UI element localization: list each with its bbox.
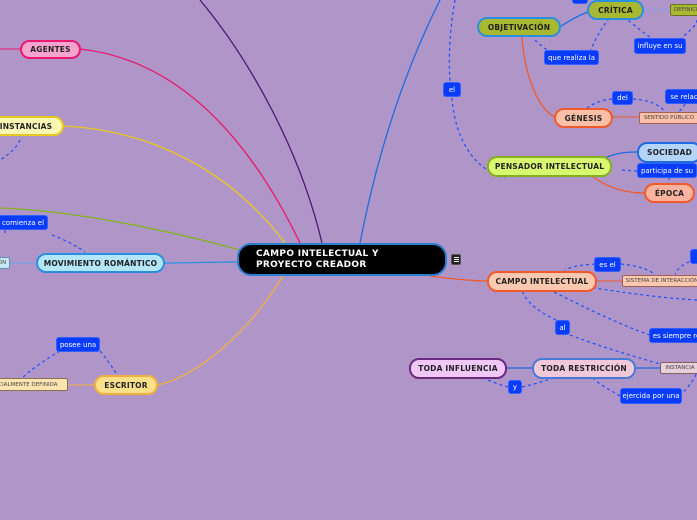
link-el: el [443,82,461,97]
leaf-socialmente-definida[interactable]: SOCIALMENTE DEFINIDA [0,378,68,391]
node-escritor[interactable]: ESCRITOR [94,375,158,395]
node-genesis[interactable]: GÉNESIS [554,108,613,128]
node-movimiento-romantico[interactable]: MOVIMIENTO ROMÁNTICO [36,253,165,273]
link-posee: posee una [56,337,100,352]
node-epoca[interactable]: ÉPOCA [644,183,695,203]
leaf-on[interactable]: ÓN [0,257,10,269]
node-campo-intelectual[interactable]: CAMPO INTELECTUAL [487,271,597,292]
leaf-sentido-publico[interactable]: SENTIDO PÚBLICO [639,112,697,124]
node-sociedad[interactable]: SOCIEDAD [637,142,697,163]
link-y: y [508,380,522,394]
menu-icon[interactable] [451,254,461,265]
node-toda-influencia[interactable]: TODA INFLUENCIA [409,358,507,379]
link-al: al [555,320,570,335]
leaf-sistema-interaccion[interactable]: SISTEMA DE INTERACCIÓN [622,275,697,287]
node-instancias[interactable]: INSTANCIAS [0,116,64,136]
link-del: del [612,91,633,105]
node-toda-restriccion[interactable]: TODA RESTRICCIÓN [532,358,636,379]
node-agentes[interactable]: AGENTES [20,40,81,59]
leaf-instancia[interactable]: INSTANCIA [660,362,697,374]
leaf-definicion[interactable]: DEFINICIÓN [670,4,697,16]
link-participa: participa de su [637,163,697,178]
node-objetivacion[interactable]: OBJETIVACIÓN [477,17,561,37]
link-top-stub [572,0,588,4]
link-que-realiza: que realiza la [544,50,599,65]
link-es-siempre: es siempre re [649,328,697,343]
link-influye: influye en su [634,38,686,54]
node-critica[interactable]: CRÍTICA [587,0,644,20]
link-es-el: es el [594,257,621,272]
link-top-right-stub [690,249,697,264]
link-se-relaci: se relaci [665,89,697,104]
link-comienza: comienza el [0,215,48,230]
central-topic-line1: CAMPO INTELECTUAL Y [256,249,379,259]
central-topic-line2: PROYECTO CREADOR [256,260,367,270]
node-pensador-intelectual[interactable]: PENSADOR INTELECTUAL [487,156,612,177]
central-topic[interactable]: CAMPO INTELECTUAL Y PROYECTO CREADOR [237,243,447,276]
link-ejercida: ejercida por una [620,388,682,404]
